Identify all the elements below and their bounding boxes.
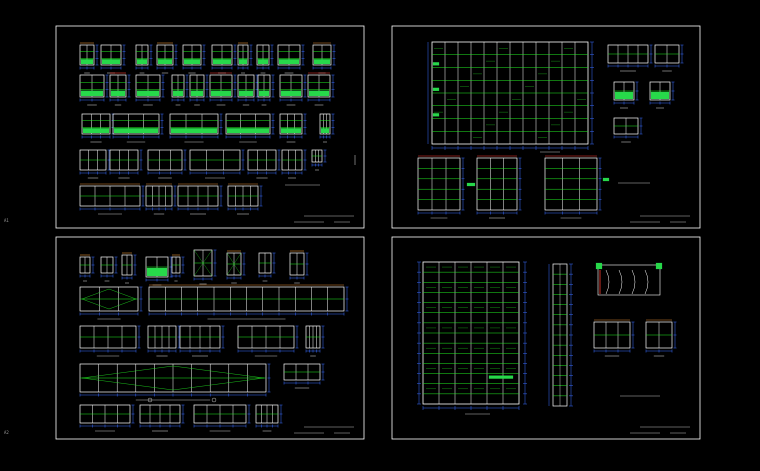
- elevation-drawing: [169, 113, 223, 143]
- sheet-bottom-right: [391, 236, 701, 440]
- elevation-drawing: [307, 72, 335, 106]
- sheet-bottom-left: [55, 236, 365, 440]
- elevation-drawing: [109, 72, 131, 106]
- elevation-drawing: [417, 155, 465, 219]
- elevation-drawing: [257, 74, 275, 106]
- elevation-drawing: [613, 117, 643, 143]
- elevation-drawing: [179, 325, 225, 357]
- elevation-drawing: [258, 252, 276, 282]
- elevation-drawing: [311, 149, 327, 171]
- elevation-drawing: [607, 44, 653, 72]
- elevation-drawing: [135, 74, 165, 106]
- elevation-drawing: [255, 404, 283, 432]
- elevation-drawing: [79, 183, 145, 215]
- elevation-drawing: [247, 149, 281, 179]
- elevation-drawing: [177, 183, 223, 215]
- elevation-drawing: [593, 319, 635, 357]
- elevation-drawing: [79, 42, 99, 74]
- elevation-drawing: [148, 284, 349, 320]
- elevation-drawing: [211, 44, 237, 74]
- elevation-drawing: [145, 183, 177, 215]
- elevation-drawing: [79, 404, 135, 432]
- elevation-drawing: [476, 155, 522, 219]
- elevation-drawing: [79, 325, 141, 357]
- elevation-drawing: [227, 183, 263, 215]
- elevation-drawing: [279, 113, 307, 143]
- elevation-drawing: [79, 74, 109, 106]
- elevation-drawing: [237, 74, 259, 106]
- elevation-drawing: [289, 250, 309, 284]
- elevation-drawing: [193, 249, 217, 285]
- elevation-drawing: [112, 113, 164, 143]
- elevation-drawing: [226, 250, 246, 284]
- elevation-drawing: [189, 74, 209, 106]
- sheet-top-left: [55, 25, 365, 229]
- elevation-drawing: [649, 81, 675, 109]
- elevation-drawing: [147, 149, 187, 179]
- elevation-drawing: [109, 149, 143, 179]
- elevation-drawing: [171, 254, 185, 282]
- elevation-drawing: [193, 404, 251, 432]
- elevation-drawing: [281, 149, 307, 179]
- elevation-drawing: [305, 325, 325, 357]
- elevation-drawing: [79, 363, 271, 401]
- side-mark-top: A1: [4, 218, 9, 223]
- elevation-drawing: [145, 256, 173, 286]
- elevation-drawing: [189, 149, 245, 179]
- elevation-drawing: [283, 363, 325, 389]
- elevation-drawing: [256, 44, 274, 74]
- elevation-drawing: [139, 404, 185, 432]
- elevation-drawing: [544, 155, 602, 219]
- elevation-drawing: [209, 72, 237, 106]
- elevation-drawing: [171, 74, 189, 106]
- elevation-drawing: [79, 254, 95, 282]
- elevation-drawing: [100, 44, 126, 74]
- elevation-drawing: [237, 325, 299, 357]
- side-mark-bottom: A2: [4, 430, 9, 435]
- elevation-drawing: [79, 286, 143, 320]
- elevation-drawing: [319, 113, 335, 143]
- elevation-drawing: [312, 42, 336, 74]
- elevation-drawing: [135, 44, 153, 74]
- elevation-drawing: [654, 44, 684, 72]
- elevation-drawing: [279, 74, 307, 106]
- sheet-top-right: [391, 25, 701, 229]
- elevation-drawing: [100, 256, 118, 282]
- elevation-drawing: [156, 42, 178, 74]
- elevation-drawing: [182, 44, 206, 74]
- elevation-drawing: [147, 325, 181, 357]
- elevation-drawing: [79, 149, 111, 179]
- elevation-drawing: [81, 113, 115, 143]
- elevation-drawing: [237, 42, 253, 74]
- elevation-drawing: [225, 113, 275, 143]
- elevation-drawing: [277, 44, 305, 74]
- elevation-drawing: [613, 81, 639, 109]
- elevation-drawing: [645, 319, 677, 357]
- elevation-drawing: [121, 252, 137, 284]
